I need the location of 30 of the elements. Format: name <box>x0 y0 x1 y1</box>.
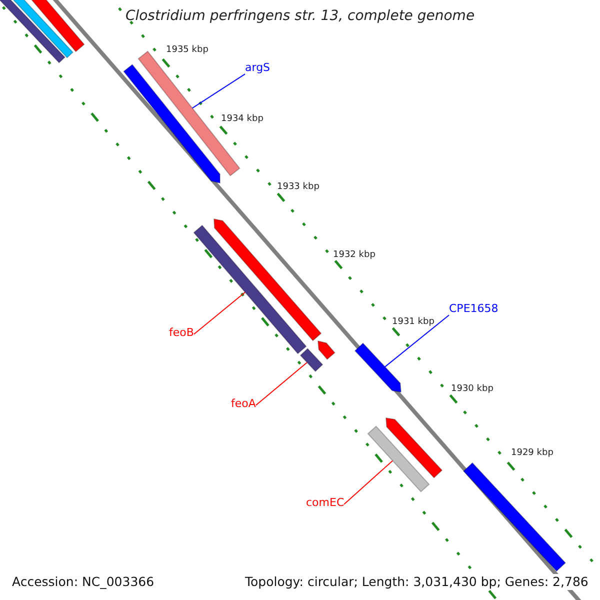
gene-bar <box>213 218 322 342</box>
scale-label: 1935 kbp <box>166 46 208 56</box>
scale-label: 1931 kbp <box>392 318 434 328</box>
scale-label: 1934 kbp <box>221 115 264 125</box>
scale-label: 1933 kbp <box>277 183 320 193</box>
scale-label: 1929 kbp <box>511 449 554 459</box>
gene-bar <box>385 417 443 478</box>
gene-bar <box>193 224 307 354</box>
gene-label: CPE1658 <box>449 303 498 316</box>
diagram-title: Clostridium perfringens str. 13, complete genome <box>124 9 476 24</box>
leader-line <box>192 74 246 109</box>
gene-bar <box>0 0 66 64</box>
footer-text: Topology: circular; Length: 3,031,430 bp; Genes: 2,786 <box>243 574 590 590</box>
gene-bar <box>462 462 566 572</box>
gene-bar <box>123 64 220 184</box>
leader-line <box>255 362 308 406</box>
leader-line <box>384 314 450 368</box>
gene-bar <box>317 340 336 360</box>
gene-label: comEC <box>306 497 344 510</box>
gene-label: feoA <box>231 398 256 410</box>
footer-text: Accession: NC_003366 <box>10 574 156 590</box>
leader-line <box>193 292 246 335</box>
gene-bar <box>367 426 430 492</box>
leader-line <box>344 460 394 505</box>
gene-label: argS <box>245 62 270 74</box>
gene-bar <box>354 342 402 393</box>
gene-bar <box>300 348 324 372</box>
gene-label: feoB <box>169 327 194 340</box>
scale-label: 1930 kbp <box>451 385 494 395</box>
scale-label: 1932 kbp <box>333 251 376 261</box>
